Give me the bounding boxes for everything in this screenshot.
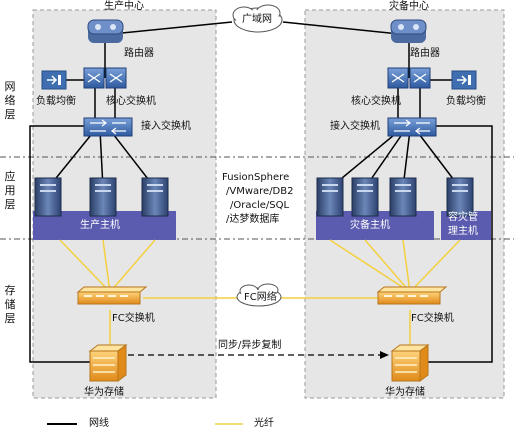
router-label: 路由器	[124, 48, 154, 59]
wan-cloud-icon	[232, 4, 283, 33]
core-switch-label: 核心交换机	[351, 96, 401, 107]
access-switch-icon	[387, 117, 437, 137]
middle-text-line-2: /VMware/DB2	[226, 186, 294, 197]
access-switch-icon	[83, 117, 133, 137]
access-switch-label: 接入交换机	[141, 121, 191, 132]
fc-network-label: FC网络	[244, 292, 277, 303]
disaster-site-title: 灾备中心	[389, 1, 429, 12]
access-switch-label: 接入交换机	[330, 121, 380, 132]
production-site-title: 生产中心	[104, 1, 144, 12]
storage-label: 华为存储	[385, 387, 425, 398]
storage-array-icon	[88, 344, 128, 382]
load-balancer-label: 负载均衡	[36, 96, 76, 107]
production-host-label: 生产主机	[80, 220, 120, 231]
dr-manage-host-label-2: 理主机	[448, 226, 478, 237]
server-icon	[316, 177, 344, 217]
router-label: 路由器	[410, 48, 440, 59]
load-balancer-icon	[451, 70, 477, 90]
fc-switch-label: FC交换机	[411, 313, 454, 324]
dr-manage-host-label-1: 容灾管	[448, 212, 478, 223]
disaster-host-label: 灾备主机	[350, 220, 390, 231]
load-balancer-label: 负载均衡	[446, 96, 486, 107]
middle-text-line-1: FusionSphere	[222, 172, 290, 183]
fc-switch-icon	[376, 286, 448, 305]
legend-net-label: 网线	[89, 418, 109, 429]
middle-text-line-3: /Oracle/SQL	[230, 200, 290, 211]
storage-layer-label: 存储层	[4, 284, 16, 325]
core-switch-icon	[387, 67, 431, 89]
load-balancer-icon	[41, 70, 67, 90]
fc-switch-icon	[76, 286, 148, 305]
network-layer-label: 网络层	[4, 80, 16, 121]
server-icon	[351, 177, 379, 217]
replication-label: 同步/异步复制	[218, 340, 282, 351]
storage-array-icon	[390, 344, 430, 382]
server-icon	[89, 177, 117, 217]
middle-text-line-4: /达梦数据库	[226, 214, 280, 225]
server-icon	[389, 177, 417, 217]
core-switch-label: 核心交换机	[106, 96, 156, 107]
server-icon	[446, 177, 474, 217]
server-icon	[34, 177, 62, 217]
core-switch-icon	[83, 67, 127, 89]
wan-label: 广域网	[242, 14, 272, 25]
fc-switch-label: FC交换机	[112, 313, 155, 324]
app-layer-label: 应用层	[4, 170, 16, 211]
storage-label: 华为存储	[84, 387, 124, 398]
server-icon	[141, 177, 169, 217]
fc-network-cloud-icon	[236, 283, 282, 307]
router-icon	[390, 19, 427, 43]
router-icon	[87, 19, 124, 43]
legend-fiber-label: 光纤	[254, 418, 274, 429]
